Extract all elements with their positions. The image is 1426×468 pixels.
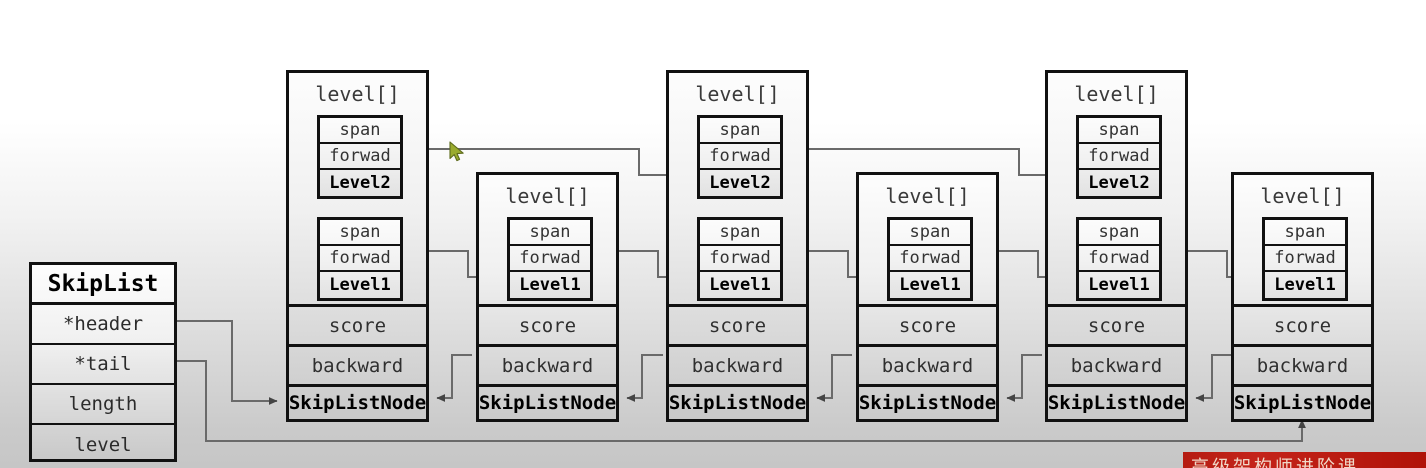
node-3-backward-row: backward <box>669 344 806 384</box>
node-3-node-row: SkipListNode <box>669 384 806 419</box>
node-5-level1-name: Level1 <box>1088 275 1150 295</box>
node-2-score-row: score <box>479 304 616 344</box>
node-5-level-array-label: level[] <box>1074 82 1159 106</box>
node-1-level2-forward: forwad <box>320 144 400 170</box>
skiplist-field-header: *header <box>32 305 174 345</box>
skiplist-node-1: level[] span forwad Level2 span forwad L… <box>286 70 429 422</box>
node-5-level1-span: span <box>1079 220 1159 246</box>
node-1-level2-span: span <box>320 118 400 144</box>
node-2-level1-forward: forwad <box>510 246 590 272</box>
node-2-level1-name: Level1 <box>519 275 581 295</box>
node-6-level1-forward: forwad <box>1265 246 1345 272</box>
node-4-node-row: SkipListNode <box>859 384 996 419</box>
skiplist-field-level: level <box>74 434 132 456</box>
node-4-backward-row: backward <box>859 344 996 384</box>
node-5-level1-forward: forwad <box>1079 246 1159 272</box>
skiplist-node-5: level[] span forwad Level2 span forwad L… <box>1045 70 1188 422</box>
banner-text: 高级架构师进阶课 <box>1191 457 1359 468</box>
node-4-level1-span: span <box>890 220 970 246</box>
node-3-level1-name: Level1 <box>709 275 771 295</box>
wire-backward-n5-n4 <box>1006 354 1042 402</box>
node-5-level2-block: span forwad Level2 <box>1076 115 1162 199</box>
node-3-level1-span: span <box>700 220 780 246</box>
node-2-level-array-label: level[] <box>505 184 590 208</box>
wire-backward-n2-n1 <box>436 354 472 402</box>
node-6-node-row: SkipListNode <box>1234 384 1371 419</box>
node-5-level2-span: span <box>1079 118 1159 144</box>
mouse-pointer-icon <box>449 141 464 162</box>
node-4-score-row: score <box>859 304 996 344</box>
node-1-level1-span: span <box>320 220 400 246</box>
node-5-level2-name: Level2 <box>1088 173 1150 193</box>
node-2-level1-block: span forwad Level1 <box>507 217 593 301</box>
node-6-level1-span: span <box>1265 220 1345 246</box>
node-3-level2-name: Level2 <box>709 173 771 193</box>
node-5-score-row: score <box>1048 304 1185 344</box>
node-1-level1-block: span forwad Level1 <box>317 217 403 301</box>
wire-backward-n6-n5 <box>1195 354 1232 402</box>
node-1-backward-row: backward <box>289 344 426 384</box>
node-3-level1-forward: forwad <box>700 246 780 272</box>
node-4-level1-name: Level1 <box>899 275 961 295</box>
node-3-score-row: score <box>669 304 806 344</box>
wire-backward-n3-n2 <box>626 354 663 402</box>
node-2-backward-row: backward <box>479 344 616 384</box>
node-1-level1-name: Level1 <box>329 275 391 295</box>
node-6-score-row: score <box>1234 304 1371 344</box>
node-1-score-row: score <box>289 304 426 344</box>
node-6-level1-name: Level1 <box>1274 275 1336 295</box>
node-2-node-row: SkipListNode <box>479 384 616 419</box>
node-6-level1-block: span forwad Level1 <box>1262 217 1348 301</box>
skiplist-node-3: level[] span forwad Level2 span forwad L… <box>666 70 809 422</box>
wire-header-to-node1 <box>176 320 278 405</box>
node-5-level1-block: span forwad Level1 <box>1076 217 1162 301</box>
skiplist-node-6: level[] span forwad Level1 score backwar… <box>1231 172 1374 422</box>
wire-backward-n4-n3 <box>816 354 852 402</box>
skiplist-field-length: length <box>32 385 174 425</box>
node-4-level1-block: span forwad Level1 <box>887 217 973 301</box>
node-3-level1-block: span forwad Level1 <box>697 217 783 301</box>
node-1-level1-forward: forwad <box>320 246 400 272</box>
node-2-level1-span: span <box>510 220 590 246</box>
skiplist-field-tail: *tail <box>32 345 174 385</box>
node-4-level1-forward: forwad <box>890 246 970 272</box>
node-1-level2-name: Level2 <box>329 173 391 193</box>
node-1-node-row: SkipListNode <box>289 384 426 419</box>
node-5-backward-row: backward <box>1048 344 1185 384</box>
node-6-backward-row: backward <box>1234 344 1371 384</box>
skiplist-title: SkipList <box>32 265 174 305</box>
skiplist-struct-box: SkipList *header *tail length level <box>29 262 177 462</box>
bottom-banner: 高级架构师进阶课 <box>1183 452 1426 468</box>
node-3-level2-block: span forwad Level2 <box>697 115 783 199</box>
node-3-level2-span: span <box>700 118 780 144</box>
node-1-level-array-label: level[] <box>315 82 400 106</box>
node-4-level-array-label: level[] <box>885 184 970 208</box>
node-3-level2-forward: forwad <box>700 144 780 170</box>
node-6-level-array-label: level[] <box>1260 184 1345 208</box>
skiplist-node-4: level[] span forwad Level1 score backwar… <box>856 172 999 422</box>
node-3-level-array-label: level[] <box>695 82 780 106</box>
node-5-node-row: SkipListNode <box>1048 384 1185 419</box>
node-1-level2-block: span forwad Level2 <box>317 115 403 199</box>
skiplist-node-2: level[] span forwad Level1 score backwar… <box>476 172 619 422</box>
node-5-level2-forward: forwad <box>1079 144 1159 170</box>
